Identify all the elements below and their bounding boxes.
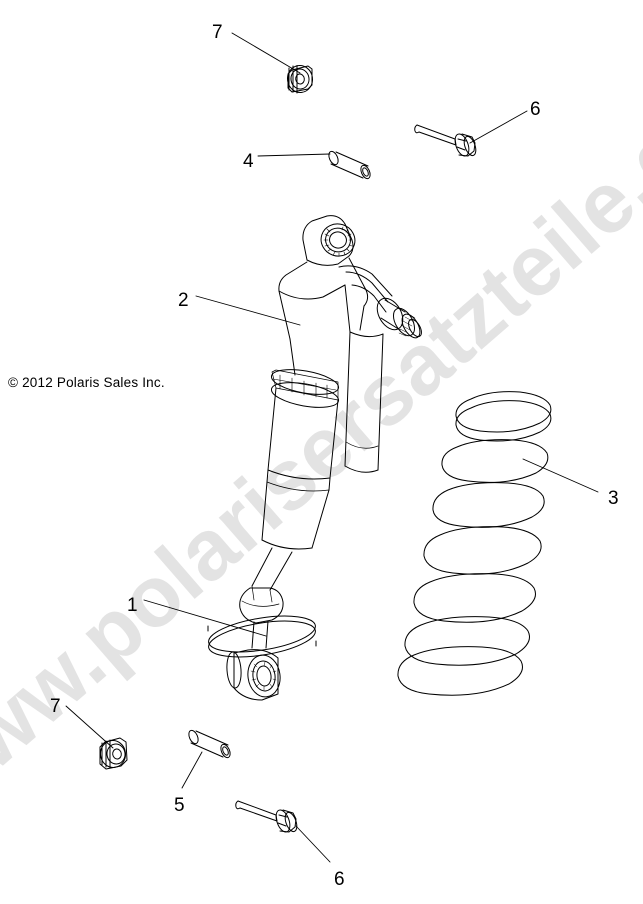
callout-2[interactable]: 2 — [178, 290, 189, 311]
callout-6-bottom[interactable]: 6 — [334, 869, 345, 890]
callout-6-top[interactable]: 6 — [530, 99, 541, 120]
leader-7-bottom — [65, 705, 114, 749]
callout-3[interactable]: 3 — [608, 488, 619, 509]
part-spacer-tube — [188, 729, 231, 759]
part-flange-nut-bottom — [99, 737, 128, 770]
callout-5[interactable]: 5 — [174, 795, 185, 816]
part-flange-nut-top — [286, 65, 314, 94]
callout-1[interactable]: 1 — [127, 595, 138, 616]
part-flange-bolt-bottom — [235, 800, 298, 833]
leader-lines — [65, 32, 599, 863]
callout-7-bottom[interactable]: 7 — [50, 696, 61, 717]
leader-5 — [181, 751, 203, 789]
leader-3 — [522, 458, 599, 493]
leader-1 — [143, 599, 267, 637]
part-shock-absorber — [226, 215, 422, 701]
leader-2 — [195, 295, 301, 326]
callout-7-top[interactable]: 7 — [212, 22, 223, 43]
part-coil-spring — [397, 391, 552, 696]
leader-6-bottom — [295, 825, 331, 863]
part-flange-bolt-top — [414, 124, 477, 157]
leader-4 — [257, 153, 331, 157]
part-sleeve-bushing — [328, 150, 371, 180]
part-spring-seat — [207, 615, 317, 658]
leader-6-top — [469, 110, 528, 144]
callout-4[interactable]: 4 — [243, 151, 254, 172]
copyright-notice: © 2012 Polaris Sales Inc. — [8, 375, 165, 390]
leader-7-top — [231, 32, 301, 74]
